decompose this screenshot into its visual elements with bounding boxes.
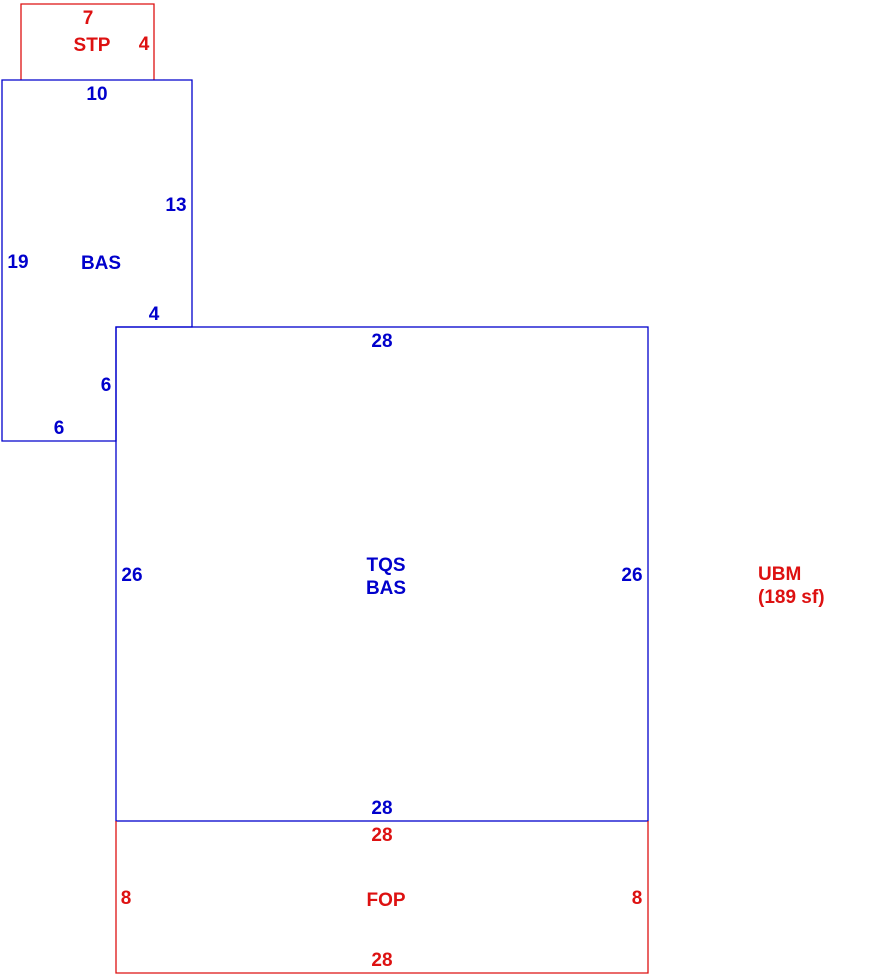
fop-dim-left: 8 — [121, 888, 132, 909]
bas-upper-dim-top: 10 — [86, 84, 107, 105]
tqs-bas-outline — [115, 326, 649, 822]
ubm-label: UBM — [758, 564, 801, 585]
stp-dim-right: 4 — [139, 34, 150, 55]
bas-upper-dim-bottom: 6 — [54, 418, 65, 439]
ubm-area: (189 sf) — [758, 587, 825, 608]
bas-upper-dim-step-top: 4 — [149, 304, 160, 325]
stp-dim-top: 7 — [83, 8, 94, 29]
bas-upper-dim-step-side: 6 — [101, 375, 112, 396]
fop-dim-right: 8 — [632, 888, 643, 909]
fop-label: FOP — [366, 890, 405, 911]
tqs-bas-dim-left: 26 — [121, 565, 142, 586]
tqs-bas-dim-top: 28 — [371, 331, 392, 352]
bas-upper-label: BAS — [81, 253, 121, 274]
bas-upper-dim-left: 19 — [7, 252, 28, 273]
tqs-bas-dim-right: 26 — [621, 565, 642, 586]
stp-outline — [20, 3, 155, 80]
bas-upper-dim-right: 13 — [165, 195, 186, 216]
tqs-bas-label-line1: TQS — [366, 555, 405, 576]
tqs-bas-label-line2: BAS — [366, 578, 406, 599]
tqs-bas-dim-bottom: 28 — [371, 798, 392, 819]
fop-dim-bottom: 28 — [371, 950, 392, 971]
fop-dim-top: 28 — [371, 825, 392, 846]
fop-outline — [115, 821, 649, 974]
stp-label: STP — [74, 35, 111, 56]
